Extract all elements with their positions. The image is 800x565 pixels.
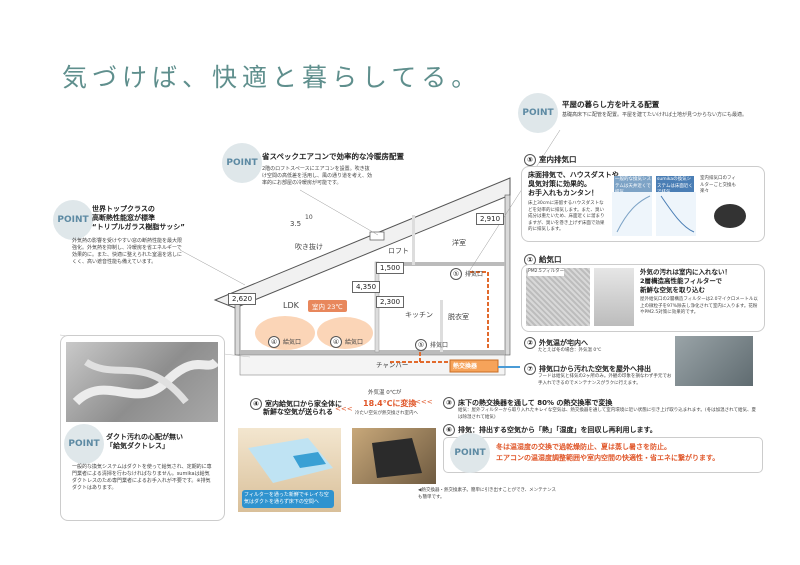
left-wall	[234, 299, 241, 356]
duct-photo	[66, 342, 218, 422]
temp-note: 冷たい空気が熱交換され室内へ	[355, 411, 418, 416]
point-exchange-line1: 冬は温湿度の交換で過乾燥防止、夏は蒸し暑さを防止。	[496, 443, 671, 451]
point-badge-exchange: POINT	[450, 433, 490, 473]
page-title: 気づけば、快適と暮らしてる。	[62, 63, 482, 92]
point-duct-title-2: 「給気ダクトレス」	[106, 442, 169, 450]
num-7-badge: ⑦	[524, 363, 536, 375]
roof-slope: 3.5	[290, 220, 302, 228]
num-5-badge: ⑤	[524, 154, 536, 166]
num-5-marker-2: ⑤	[415, 339, 427, 351]
caption-1-head1: 外気の汚れは室内に入れない！	[640, 268, 731, 276]
room-ldk: LDK	[283, 301, 299, 310]
exchanger-label: 熱交換器	[453, 363, 478, 370]
num-2-badge: ②	[524, 337, 536, 349]
dim-4350: 4,350	[352, 281, 381, 293]
room-wall	[412, 215, 415, 265]
datsuijo-wall	[440, 300, 443, 352]
point-badge-sash: POINT	[53, 200, 93, 240]
point-sash-title-3: “トリプルガラス樹脂サッシ”	[92, 223, 185, 231]
caption-1-head3: 新鮮な空気を取り込む	[640, 286, 705, 294]
num-6-badge: ⑥	[443, 424, 455, 436]
caption-4-title-2: 新鮮な空気が送られる	[263, 408, 333, 416]
caption-5-line1: 床面排気で、ハウスダストや	[528, 171, 619, 179]
point-exchange-line2: エアコンの温湿度調整範囲や室内空間の快適性・省エネに繋がります。	[496, 454, 720, 462]
dim-1500: 1,500	[376, 262, 405, 274]
room-datsuijo: 脱衣室	[448, 313, 469, 321]
room-yoshitsu: 洋室	[452, 239, 466, 247]
room-loft: ロフト	[388, 247, 409, 255]
right-wall	[504, 194, 511, 356]
caption-5-line2: 臭気対策に効果的。	[528, 180, 591, 188]
pm-filter-photo	[526, 268, 590, 326]
num-4-badge: ④	[250, 398, 262, 410]
exchange-panel	[443, 437, 763, 473]
caption-1-head2: 2層構造高性能フィルターで	[640, 277, 723, 285]
point-sash-title-1: 世界トップクラスの	[92, 205, 155, 213]
caption-2-body: たとえば冬の場合：外気温 0℃	[538, 348, 602, 353]
aircon-unit	[369, 231, 385, 241]
point-duct-body: 一般的な換気システムはダクトを使って給気され、定期的に専門業者による清掃を行わな…	[72, 464, 212, 491]
caption-5-body: 床上30cmに滞留するハウスダストなどを効率的に排気します。また、臭い成分は重た…	[528, 201, 605, 232]
point-aircon-title: 省スペックエアコンで効率的な冷暖房配置	[262, 152, 404, 161]
exhaust-duct-upper	[470, 271, 489, 350]
point-badge-aircon: POINT	[222, 143, 262, 183]
arrows-right: <<<	[415, 398, 433, 406]
num-4-marker-2: ④	[330, 336, 342, 348]
caption-5-fig3: 室内排気口のフィルターごと交換も楽々	[700, 176, 736, 194]
point-layout-body: 基礎高床下に配管を配置。平屋を建てたいければ土地が見つからない方にも最適。	[562, 112, 748, 118]
supply-hood-photo	[594, 268, 634, 326]
point-layout-title: 平屋の暮らし方を叶える配置	[562, 100, 660, 109]
underfloor-space	[239, 354, 506, 376]
filter-caption: フィルターを通った新鮮でキレイな空気はダクトを通らず床下の空間へ	[242, 490, 334, 508]
temp-after: 18.4℃に変換	[363, 399, 417, 408]
point-badge-duct: POINT	[64, 424, 104, 464]
loft-floor	[375, 262, 505, 266]
caption-1-body: 屋外給気口の2層構造フィルターは2.0マイクロメートル以上の微粒子を97%除去し…	[640, 297, 758, 315]
caption-3-body: 給気：屋外フィルターから取り入れたキレイな空気は、熱交換器を通して室内環境に近い…	[458, 408, 756, 420]
room-fukinuke: 吹き抜け	[295, 243, 323, 251]
num-5-marker: ⑤	[450, 268, 462, 280]
dim-2620: 2,620	[228, 293, 257, 305]
exchanger-photo	[352, 428, 436, 484]
num-3-badge: ③	[443, 397, 455, 409]
main-floor	[240, 350, 505, 355]
dim-2910: 2,910	[476, 213, 505, 225]
caption-5-line3: お手入れもカンタン！	[528, 189, 598, 197]
pm-filter-label: PM2.5フィルター	[528, 269, 565, 276]
point-aircon-body: 2階のロフトスペースにエアコンを設置。吹き抜け空間の高低差を活用し、風の通り道を…	[262, 166, 373, 186]
maintenance-note: ◀熱交換器・熱交換素子。簡単に引き出すことができ、メンテナンスも簡単です。	[418, 488, 557, 500]
exhaust-hood-photo	[675, 336, 753, 386]
point-badge-layout: POINT	[518, 93, 558, 133]
room-temp-badge: 室内 23℃	[308, 300, 347, 312]
point-sash-title-2: 高断熱性能窓が標準	[92, 214, 155, 222]
temp-before: 外気温 0℃が	[368, 390, 402, 396]
caption-5-figures	[612, 192, 746, 236]
dim-2300: 2,300	[376, 296, 405, 308]
room-kitchen: キッチン	[405, 311, 433, 319]
arrows-left: <<<	[335, 405, 353, 413]
point-sash-body: 外気熱の影響を受けやすい窓の断熱性能を最大限強化。外気熱を抑制し、冷暖房を省エネ…	[72, 238, 183, 265]
point-duct-title-1: ダクト汚れの心配が無い	[106, 433, 183, 441]
roof-slope-base: 10	[305, 214, 313, 221]
caption-7-body: フードは給気と排気の2ヶ所のみ。外観の印象を損なわず手元でお手入れできるのでメン…	[538, 374, 672, 386]
num-4-marker: ④	[268, 336, 280, 348]
chamber-label: チャンバー	[376, 361, 409, 369]
